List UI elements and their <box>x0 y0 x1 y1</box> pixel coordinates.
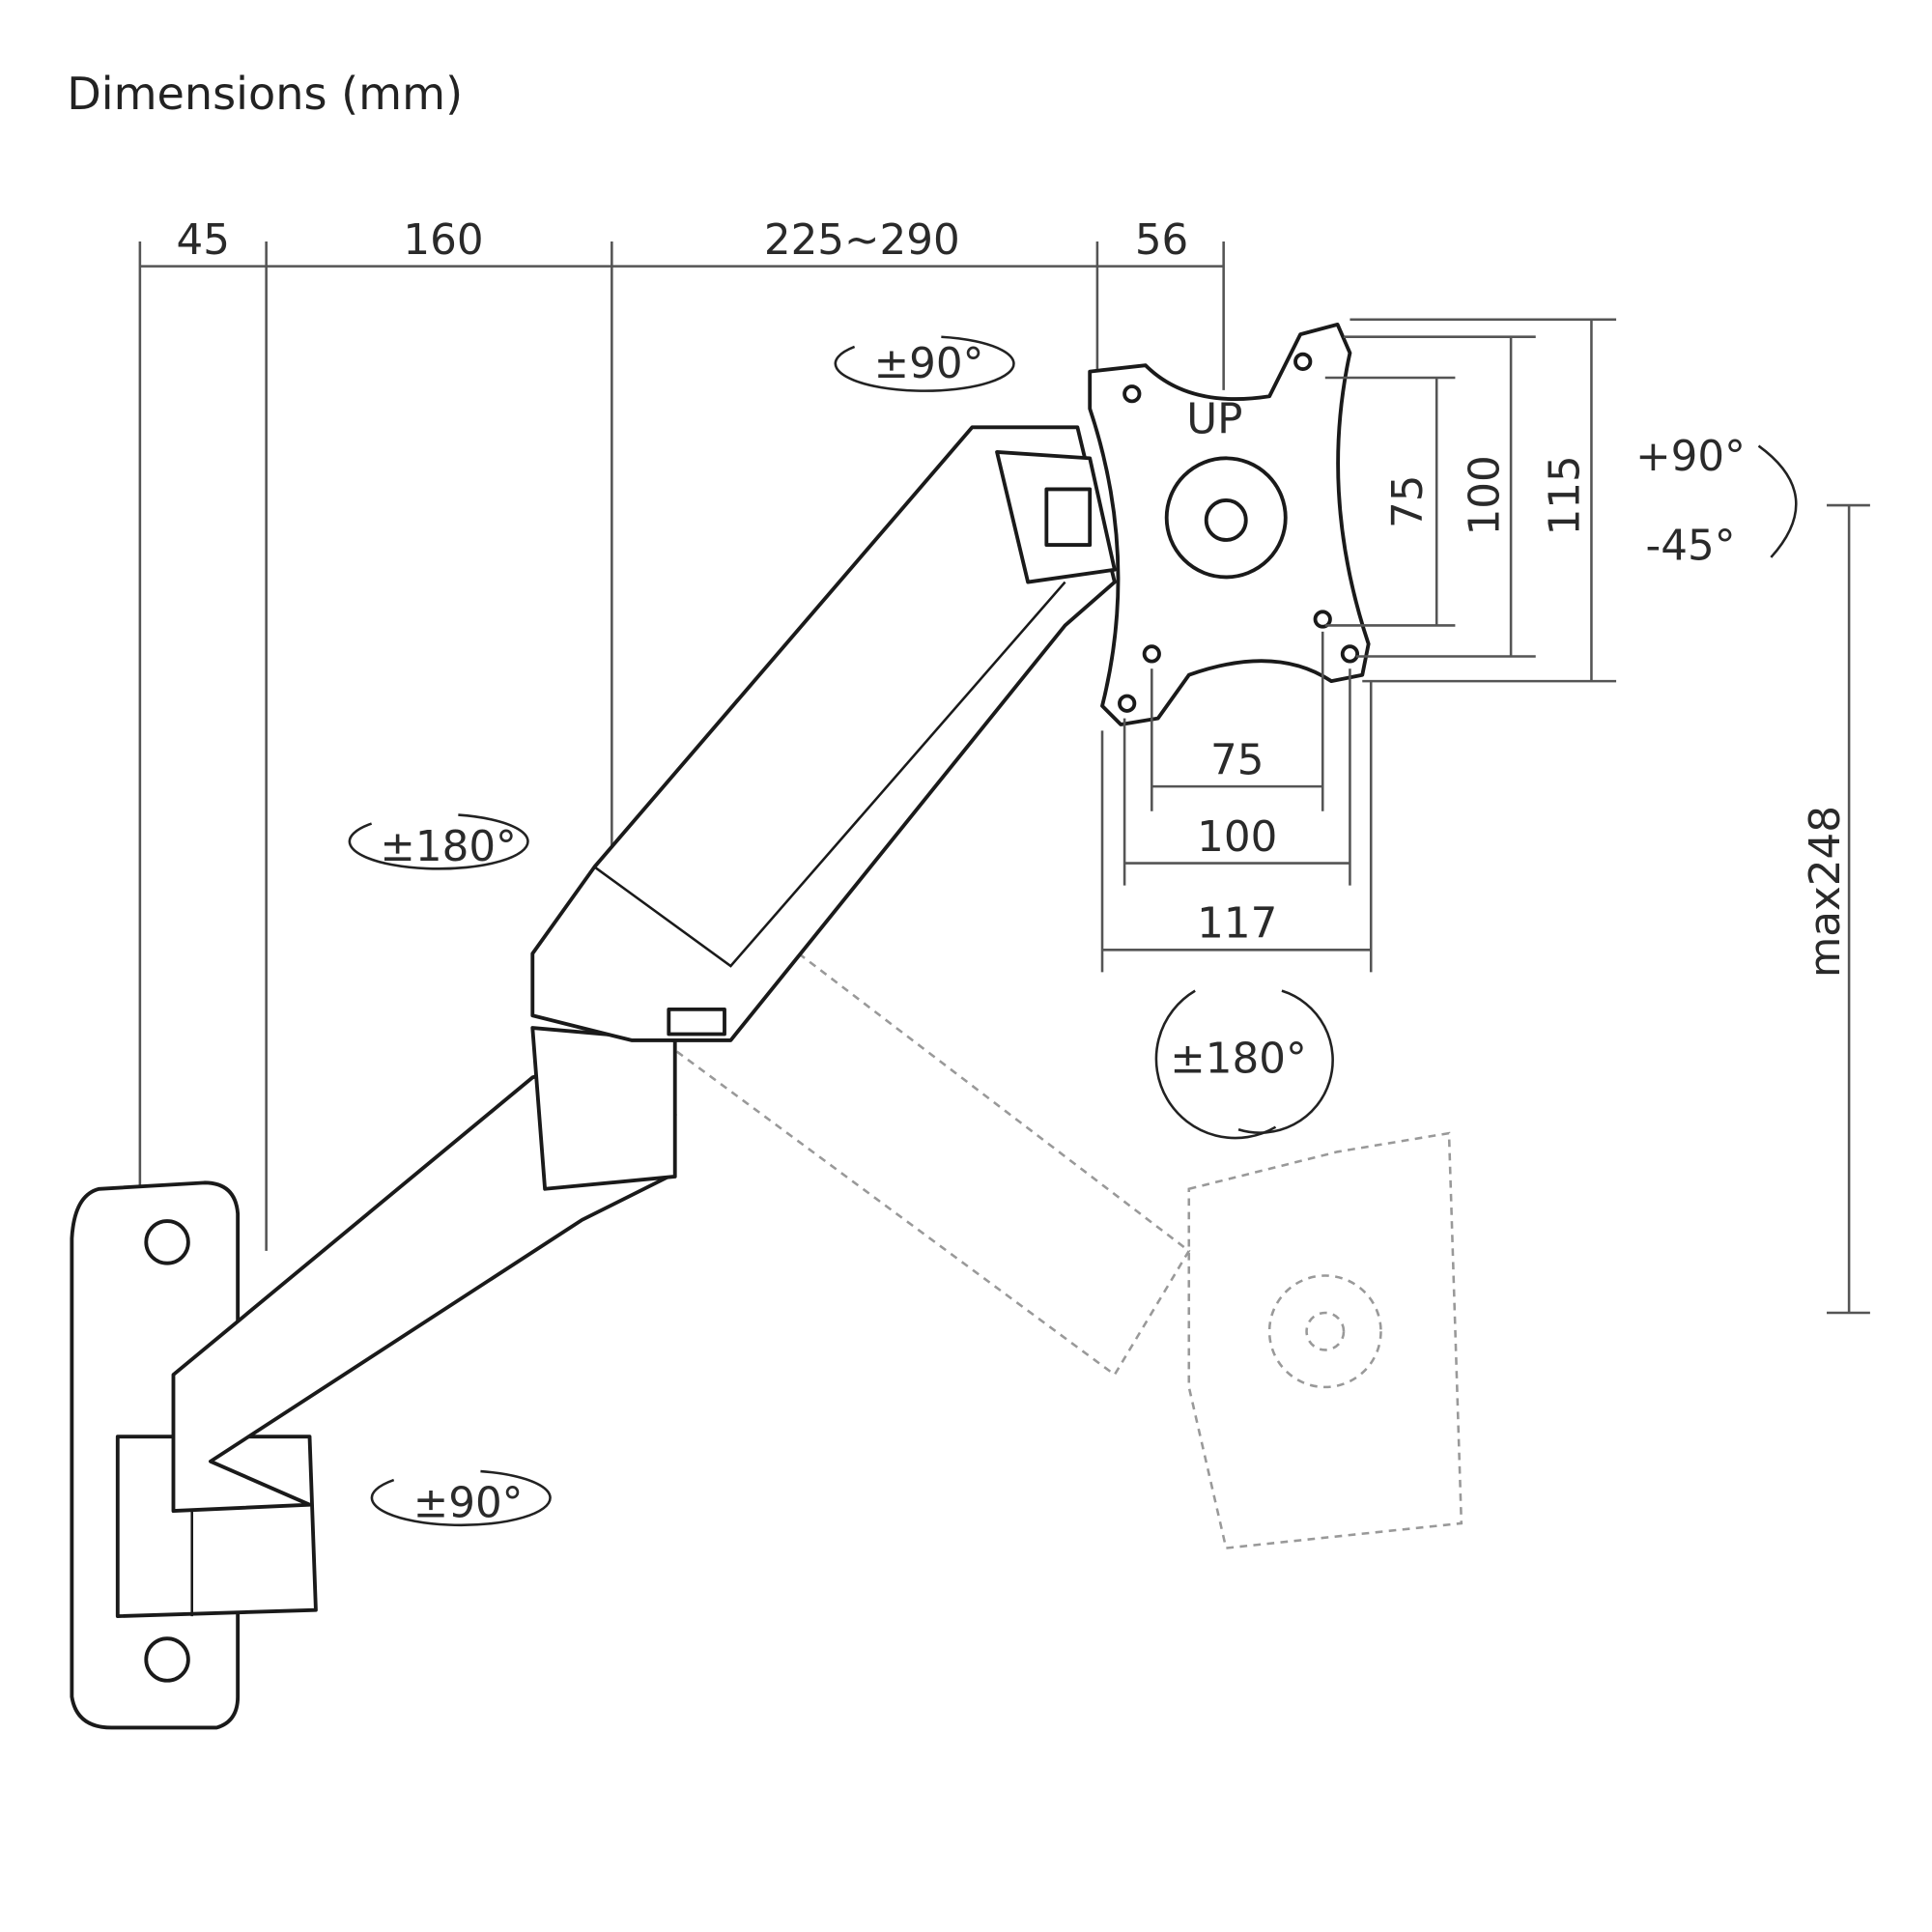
lower-arm <box>171 1026 677 1514</box>
vesa-h-117: 117 <box>1197 900 1277 949</box>
vesa-vertical-dimension-lines <box>1324 318 1617 683</box>
vesa-h-100: 100 <box>1197 813 1277 862</box>
dim-160: 160 <box>403 216 483 265</box>
tilt-top-label: ±90° <box>874 340 984 388</box>
height-range-line <box>1827 503 1870 1315</box>
height-range-label: max248 <box>1802 806 1850 978</box>
dim-225-290: 225~290 <box>764 216 960 265</box>
tilt-down-label: -45° <box>1646 522 1736 570</box>
up-label: UP <box>1186 396 1242 444</box>
wall-plate <box>70 1180 318 1730</box>
tilt-up-label: +90° <box>1635 433 1746 481</box>
upper-arm <box>530 425 1117 1042</box>
vesa-v-100: 100 <box>1461 455 1509 535</box>
plate-rotate-label: ±180° <box>1170 1035 1306 1083</box>
arm-swivel-label: ±180° <box>380 823 516 871</box>
vesa-v-115: 115 <box>1542 455 1590 535</box>
wall-swivel-label: ±90° <box>413 1480 524 1528</box>
vesa-horizontal-dimension-lines <box>1100 631 1373 973</box>
diagram-title: Dimensions (mm) <box>67 68 463 120</box>
rotation-arrow-icon <box>348 335 1798 1527</box>
dim-56: 56 <box>1135 216 1188 265</box>
top-dimension-lines <box>138 242 1225 1251</box>
vesa-plate <box>1088 322 1371 726</box>
vesa-v-75: 75 <box>1384 475 1433 528</box>
vesa-h-75: 75 <box>1210 736 1264 784</box>
dim-45: 45 <box>177 216 230 265</box>
